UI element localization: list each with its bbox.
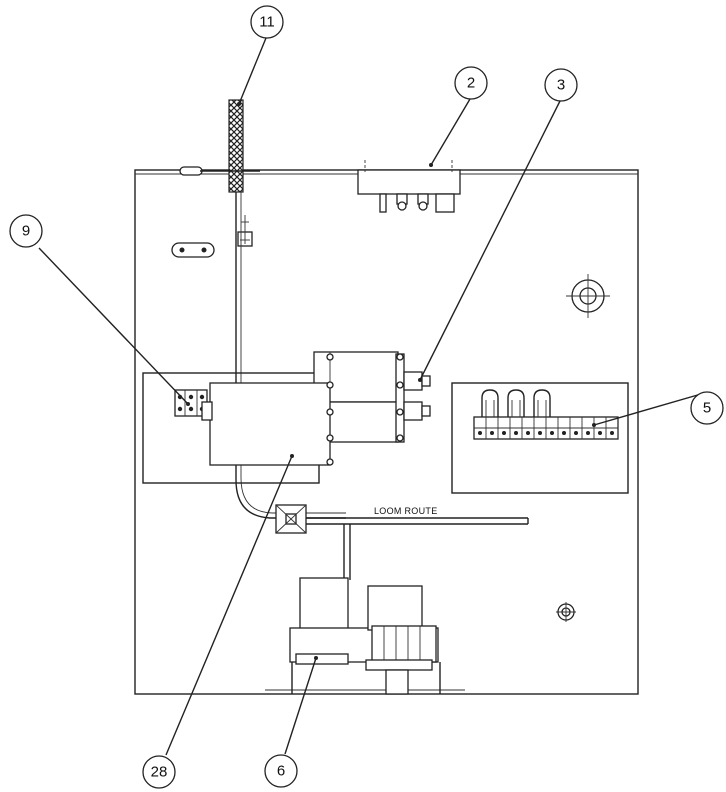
terminal-screw: [538, 431, 542, 435]
callout-11: 11: [250, 5, 284, 39]
callout-28-label: 28: [151, 764, 168, 781]
transformer-part-28: [201, 381, 334, 466]
terminal-screw: [574, 431, 578, 435]
leader-arrowheads: [186, 102, 596, 660]
terminal-screw: [598, 431, 602, 435]
terminal-screw: [586, 431, 590, 435]
loom-route: [275, 504, 529, 580]
mounting-hole-bottom-right: [556, 602, 576, 622]
callout-3: 3: [544, 68, 578, 102]
mounting-slot: [171, 242, 215, 258]
callout-5: 5: [690, 391, 724, 425]
terminal-screw: [502, 431, 506, 435]
leader-lines: [38, 37, 709, 756]
terminal-screw: [550, 431, 554, 435]
top-connector-part-2: [357, 160, 461, 213]
terminal-screw: [526, 431, 530, 435]
callout-5-label: 5: [703, 400, 711, 417]
gas-valve-part-6: [289, 577, 441, 695]
callout-6: 6: [264, 754, 298, 788]
terminal-screw: [514, 431, 518, 435]
callout-9-label: 9: [22, 223, 30, 240]
terminal-strip-part-5: [473, 389, 619, 440]
relay-assembly-part-3: [313, 351, 431, 443]
callout-3-label: 3: [557, 77, 565, 94]
callout-9: 9: [9, 214, 43, 248]
callout-6-label: 6: [277, 763, 285, 780]
callout-2: 2: [454, 66, 488, 100]
terminal-screw: [478, 431, 482, 435]
callout-2-label: 2: [467, 75, 475, 92]
callout-28: 28: [142, 755, 176, 789]
terminal-screw: [562, 431, 566, 435]
terminal-screw: [490, 431, 494, 435]
right-bracket-plate: [451, 382, 629, 494]
braided-lead-part-11: [179, 99, 346, 519]
callout-11-label: 11: [259, 14, 275, 31]
mounting-hole-top-right: [566, 274, 610, 318]
ground-symbol: [237, 215, 253, 247]
terminal-screw: [610, 431, 614, 435]
loom-route-label: LOOM ROUTE: [374, 506, 438, 516]
